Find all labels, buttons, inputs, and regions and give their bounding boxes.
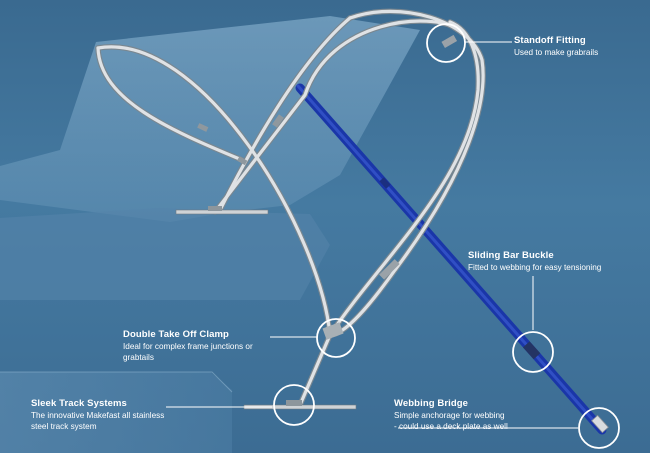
webbing-bridge-circle bbox=[578, 407, 620, 449]
callout-sliding-bar-buckle: Sliding Bar Buckle Fitted to webbing for… bbox=[468, 250, 601, 273]
leader-lines bbox=[166, 41, 578, 429]
boat-upper-surface bbox=[0, 16, 420, 222]
boat-hull-lower bbox=[0, 372, 232, 453]
sliding-bar-buckle bbox=[522, 341, 541, 360]
callout-title: Standoff Fitting bbox=[514, 35, 586, 46]
callout-standoff-fitting: Standoff Fitting Used to make grabrails bbox=[514, 35, 598, 58]
callout-description-line-1: Simple anchorage for webbing bbox=[394, 411, 505, 420]
callout-description: Used to make grabrails bbox=[514, 48, 599, 57]
boat-hull-edge bbox=[0, 371, 233, 393]
callout-webbing-bridge: Webbing Bridge Simple anchorage for webb… bbox=[394, 398, 508, 432]
callout-description-line-2: - could use a deck plate as well bbox=[394, 422, 508, 431]
callout-title: Sliding Bar Buckle bbox=[468, 250, 554, 261]
callout-title: Double Take Off Clamp bbox=[123, 329, 229, 340]
double-clamp-circle bbox=[316, 318, 356, 358]
sliding-bar-buckle-circle bbox=[512, 331, 554, 373]
callout-description-line-2: grabtails bbox=[123, 353, 154, 362]
callout-double-take-off-clamp: Double Take Off Clamp Ideal for complex … bbox=[123, 329, 253, 363]
webbing-buckle-upper bbox=[379, 177, 391, 189]
callout-description-line-1: The innovative Makefast all stainless bbox=[31, 411, 165, 420]
callout-description: Fitted to webbing for easy tensioning bbox=[468, 263, 602, 272]
standoff-fitting-circle bbox=[426, 23, 466, 63]
callout-title: Sleek Track Systems bbox=[31, 398, 127, 409]
callout-sleek-track-systems: Sleek Track Systems The innovative Makef… bbox=[31, 398, 164, 432]
callout-circles bbox=[273, 23, 620, 449]
callout-title: Webbing Bridge bbox=[394, 398, 469, 409]
webbing-bridge-fitting bbox=[591, 414, 609, 434]
frame-tubes bbox=[95, 8, 486, 408]
callout-description-line-2: steel track system bbox=[31, 422, 97, 431]
callout-description-line-1: Ideal for complex frame junctions or bbox=[123, 342, 253, 351]
boat-deck-surface bbox=[0, 208, 330, 300]
track-system-circle bbox=[273, 384, 315, 426]
webbing-strap bbox=[295, 83, 609, 435]
boat-silhouette bbox=[0, 16, 420, 453]
